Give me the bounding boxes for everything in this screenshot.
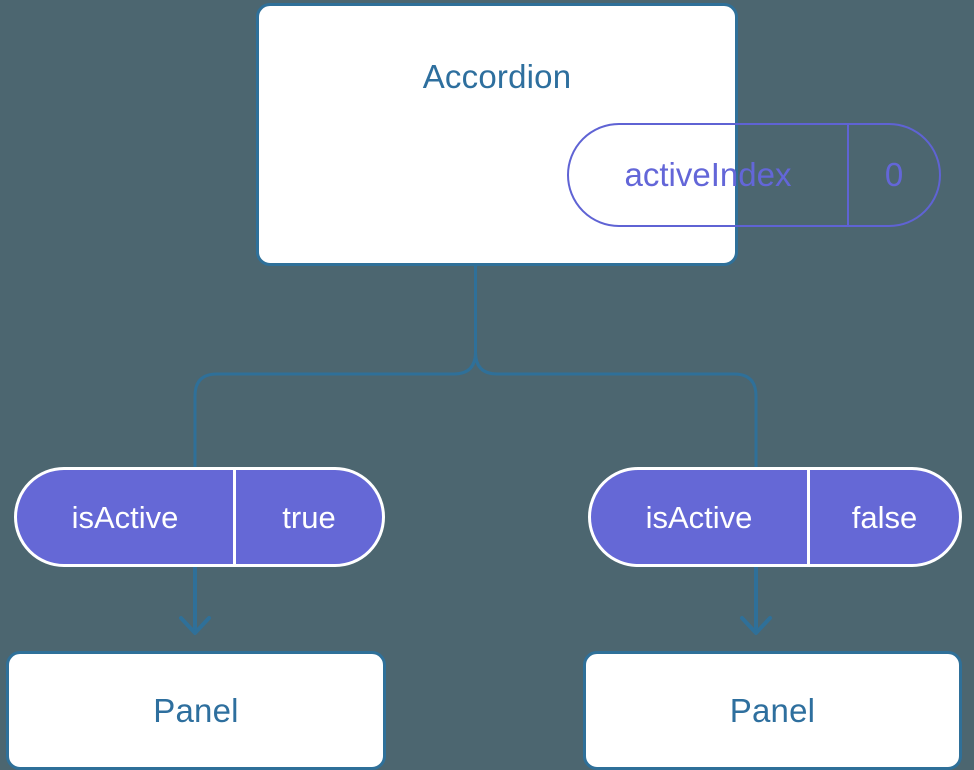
state-badge-active-index[interactable]: activeIndex 0 [567,123,941,227]
node-panel-right[interactable]: Panel [583,651,962,770]
prop-badge-is-active-true[interactable]: isActive true [14,467,385,567]
accordion-title: Accordion [422,58,572,95]
panel-left-title: Panel [153,692,239,729]
connector-root-to-right-branch [474,264,758,469]
prop-badge-value: false [851,499,918,535]
panel-right-title: Panel [729,692,816,729]
prop-badge-key: isActive [17,470,236,564]
prop-badge-value: true [282,499,336,535]
arrow-head-right-icon [740,616,772,635]
prop-badge-key: isActive [591,470,810,564]
node-accordion[interactable]: Accordion activeIndex 0 [256,3,941,266]
node-panel-left[interactable]: Panel [6,651,386,770]
connector-root-to-left-branch [193,264,477,469]
prop-badge-is-active-false[interactable]: isActive false [588,467,962,567]
state-badge-value: 0 [884,156,904,193]
arrow-head-left-icon [179,616,211,635]
state-badge-key: activeIndex [569,125,849,225]
